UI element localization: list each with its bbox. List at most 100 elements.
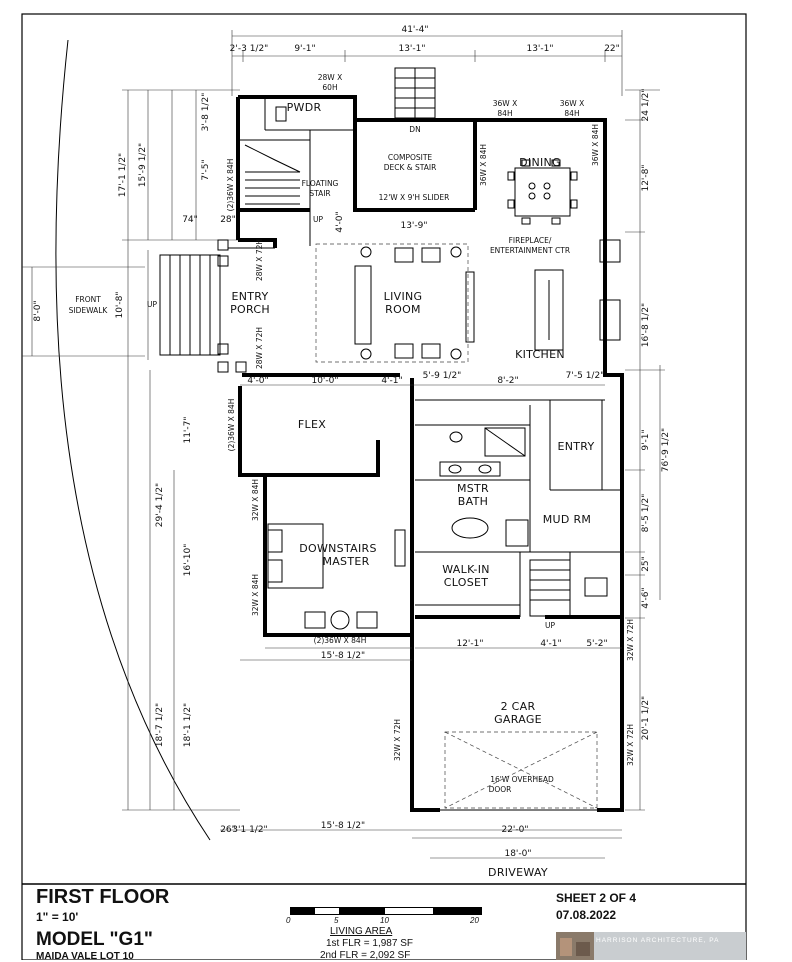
lot-name: MAIDA VALE LOT 10 — [36, 951, 134, 962]
dim-right-24: 24 1/2" — [641, 89, 651, 122]
scale-tick-5: 5 — [334, 916, 339, 925]
driveway-label: DRIVEWAY — [488, 866, 548, 879]
dim-top-4: 13'-1" — [526, 44, 553, 54]
firm-logo-panel: HARRISON ARCHITECTURE, PA — [556, 932, 746, 960]
dim-overall-width: 41'-4" — [401, 25, 428, 35]
dining-table — [507, 159, 578, 225]
room-entry-porch-1: ENTRY — [231, 290, 268, 303]
deck-stair-down: DN — [409, 125, 420, 134]
dim-28: 28" — [220, 215, 236, 225]
dim-top-3: 13'-1" — [398, 44, 425, 54]
dim-right-12-8: 12'-8" — [641, 164, 651, 191]
dim-right-20-1: 20'-1 1/2" — [641, 696, 651, 740]
room-walk-in-2: CLOSET — [444, 576, 489, 589]
garage-door — [444, 731, 598, 809]
room-pwdr: PWDR — [287, 101, 322, 114]
room-floating-stair-1: FLOATING — [302, 179, 339, 188]
room-garage-1: 2 CAR — [501, 700, 536, 713]
overhead-door-label-1: 16'W OVERHEAD — [490, 775, 554, 784]
window-tag-master-2: 32W X 84H — [251, 574, 260, 616]
dim-26: 26" — [220, 825, 236, 835]
window-tag-stair: (2)36W X 84H — [226, 159, 235, 212]
dim-22-0: 22'-0" — [501, 825, 528, 835]
dim-10-8: 10'-8" — [115, 291, 125, 318]
deck-stair — [355, 67, 475, 121]
fireplace-label-2: ENTERTAINMENT CTR — [490, 246, 570, 255]
dim-4-0: 4'-0" — [247, 376, 268, 386]
room-mstr-bath-1: MSTR — [457, 482, 489, 495]
dim-16-10: 16'-10" — [183, 544, 193, 577]
dim-left-3-8: 3'-8 1/2" — [201, 93, 211, 132]
dim-4-1-b: 4'-1" — [540, 639, 561, 649]
window-tag-porch-1: 28W X 72H — [255, 239, 264, 281]
room-downstairs-master-1: DOWNSTAIRS — [299, 542, 376, 555]
dim-8-0: 8'-0" — [33, 300, 43, 321]
dim-15-8-top: 15'-8 1/2" — [321, 651, 365, 661]
dim-left-17-1: 17'-1 1/2" — [118, 153, 128, 197]
exterior-walls — [236, 95, 624, 812]
front-sidewalk-2: SIDEWALK — [69, 306, 109, 315]
dim-right-9-1: 9'-1" — [641, 429, 651, 450]
dim-8-2: 8'-2" — [497, 376, 518, 386]
dim-left-7-5: 7'-5" — [201, 159, 211, 180]
floating-stair-up: UP — [313, 215, 323, 224]
window-tag-36x84-a2: 84H — [497, 109, 512, 118]
room-entry-porch-2: PORCH — [230, 303, 270, 316]
dim-right-16-8: 16'-8 1/2" — [641, 303, 651, 347]
overhead-door-label-2: DOOR — [489, 785, 512, 794]
room-mud-rm: MUD RM — [543, 513, 591, 526]
room-dining: DINING — [519, 156, 561, 169]
dim-right-4-6: 4'-6" — [641, 587, 651, 608]
dim-12-1: 12'-1" — [456, 639, 483, 649]
sheet-number: SHEET 2 OF 4 — [556, 891, 637, 905]
window-tag-36x84-a1: 36W X — [493, 99, 517, 108]
window-tag-slider: 12'W X 9'H SLIDER — [379, 193, 450, 202]
dim-15-8-bottom: 15'-8 1/2" — [321, 821, 365, 831]
dim-left-15-9: 15'-9 1/2" — [138, 143, 148, 187]
interior-walls — [238, 97, 622, 617]
window-tag-master-south: (2)36W X 84H — [314, 636, 367, 645]
scale-tick-20: 20 — [470, 916, 479, 925]
model-name: MODEL "G1" — [36, 929, 153, 950]
living-room-furniture — [315, 243, 475, 363]
dim-13-9: 13'-9" — [400, 221, 427, 231]
window-tag-dining-east: 36W X 84H — [591, 124, 600, 166]
master-bed — [267, 523, 406, 630]
scale-note: 1" = 10' — [36, 910, 79, 924]
graphic-scale — [290, 907, 482, 915]
dim-right-8-5: 8'-5 1/2" — [641, 494, 651, 533]
floor-title: FIRST FLOOR — [36, 886, 170, 908]
dim-5-2: 5'-2" — [586, 639, 607, 649]
window-tag-master-1: 32W X 84H — [251, 479, 260, 521]
dim-18-1: 18'-1 1/2" — [183, 703, 193, 747]
scale-tick-0: 0 — [286, 916, 291, 925]
window-tag-porch-2: 28W X 72H — [255, 327, 264, 369]
front-steps-up: UP — [147, 300, 157, 309]
room-flex: FLEX — [298, 418, 326, 431]
mudroom-stair-up: UP — [545, 621, 555, 630]
room-deck-1: COMPOSITE — [388, 153, 433, 162]
top-dimension-strings — [231, 30, 623, 96]
dim-top-5: 22" — [604, 44, 620, 54]
dim-29-4: 29'-4 1/2" — [155, 483, 165, 527]
dim-right-76-9: 76'-9 1/2" — [661, 428, 671, 472]
dim-18-0: 18'-0" — [504, 849, 531, 859]
dim-10-0: 10'-0" — [311, 376, 338, 386]
dim-top-1: 2'-3 1/2" — [230, 44, 269, 54]
window-tag-36x84-b1: 36W X — [560, 99, 584, 108]
front-sidewalk-1: FRONT — [75, 295, 101, 304]
firm-name: HARRISON ARCHITECTURE, PA — [596, 937, 720, 944]
living-area-title: LIVING AREA — [330, 926, 393, 937]
bottom-dimension-strings — [220, 384, 622, 859]
room-entry-2: ENTRY — [557, 440, 594, 453]
window-tag-28x60-2: 60H — [322, 83, 337, 92]
kitchen-island — [534, 239, 621, 351]
room-deck-2: DECK & STAIR — [384, 163, 437, 172]
dim-18-7: 18'-7 1/2" — [155, 703, 165, 747]
dim-5-9: 5'-9 1/2" — [423, 371, 462, 381]
dim-74: 74" — [182, 215, 198, 225]
room-floating-stair-2: STAIR — [309, 189, 330, 198]
issue-date: 07.08.2022 — [556, 908, 617, 922]
room-walk-in-1: WALK-IN — [442, 563, 490, 576]
dim-3-1: 3'1 1/2" — [232, 825, 267, 835]
